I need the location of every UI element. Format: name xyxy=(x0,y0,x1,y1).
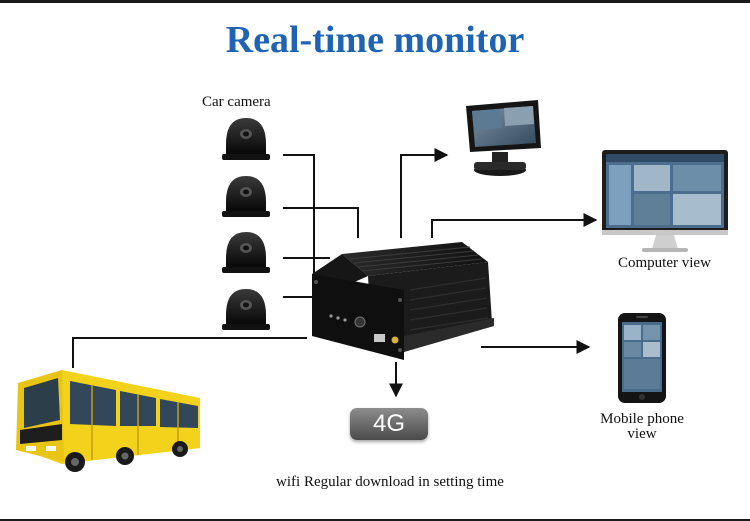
mobile-view-label: Mobile phone view xyxy=(592,412,692,442)
car-camera-icon xyxy=(222,289,270,330)
mobile-view-label-line1: Mobile phone xyxy=(600,411,684,427)
monitor-arrow xyxy=(400,148,449,238)
mobile-view-label-line2: view xyxy=(627,426,657,442)
wifi-note: wifi Regular download in setting time xyxy=(276,474,504,490)
car-camera-icon xyxy=(222,176,270,217)
car-camera-label: Car camera xyxy=(202,94,271,110)
computer-icon xyxy=(602,150,728,252)
bottom-border xyxy=(0,519,750,521)
connector-lines xyxy=(72,148,598,398)
car-camera-icon xyxy=(222,118,270,160)
computer-arrow xyxy=(431,213,598,238)
camera1-connector xyxy=(283,154,315,285)
page-title: Real-time monitor xyxy=(225,19,525,61)
bus-connector xyxy=(72,337,307,368)
top-border xyxy=(0,0,750,3)
monitor-icon xyxy=(466,100,541,176)
computer-view-label: Computer view xyxy=(618,255,711,271)
car-camera-icon xyxy=(222,232,270,273)
bus-icon xyxy=(16,370,200,472)
camera2-connector xyxy=(283,207,359,238)
network-4g-badge: 4G xyxy=(350,408,428,440)
dvr-icon xyxy=(312,242,494,360)
smartphone-icon xyxy=(618,313,666,403)
